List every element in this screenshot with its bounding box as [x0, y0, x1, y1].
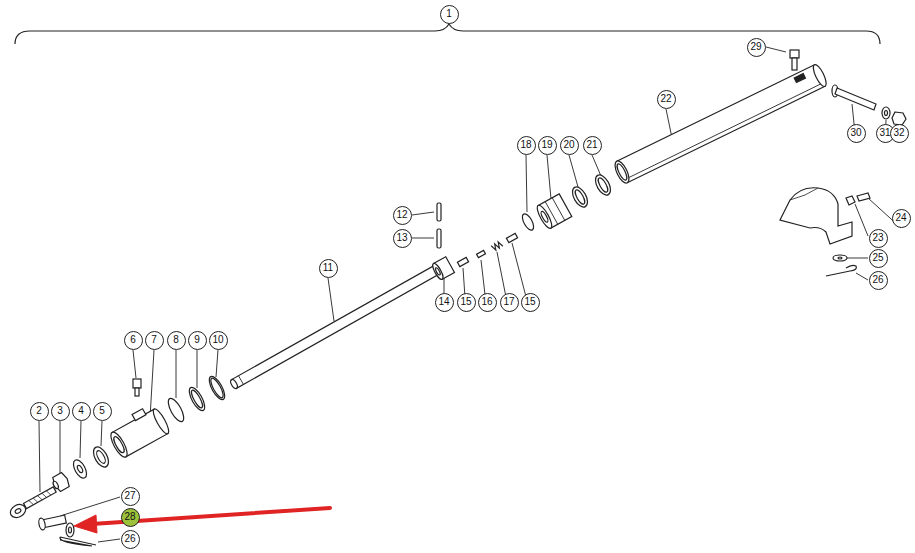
callout-number: 24	[892, 209, 911, 228]
callout-number: 11	[319, 259, 338, 278]
callout-label: 5	[99, 406, 105, 416]
callout-label: 2	[36, 406, 42, 416]
callout-number: 9	[188, 331, 207, 350]
callout-label: 3	[57, 406, 63, 416]
callout-number: 23	[869, 229, 888, 248]
callout-label: 4	[78, 406, 84, 416]
callout-number: 32	[890, 124, 909, 143]
callout-label: 30	[850, 128, 861, 138]
callout-label: 31	[879, 128, 890, 138]
callout-label: 14	[438, 297, 449, 307]
callout-label: 10	[212, 335, 223, 345]
callout-number: 14	[435, 293, 454, 312]
callout-label: 11	[323, 263, 333, 273]
callout-number: 8	[167, 331, 186, 350]
callout-number: 13	[393, 229, 412, 248]
callout-number: 12	[393, 206, 412, 225]
callout-label: 20	[563, 140, 574, 150]
callout-number: 22	[657, 90, 676, 109]
callout-label: 27	[124, 491, 135, 501]
callout-label: 32	[893, 128, 904, 138]
callout-number: 3	[51, 402, 70, 421]
callout-label: 23	[872, 233, 883, 243]
callout-label: 7	[151, 335, 157, 345]
callout-label: 28	[124, 512, 135, 522]
callout-label: 26	[124, 534, 135, 544]
callout-label: 13	[396, 233, 407, 243]
callout-label: 8	[173, 335, 179, 345]
callout-number: 7	[145, 331, 164, 350]
callout-number: 26	[121, 530, 140, 549]
callout-number: 5	[93, 402, 112, 421]
callout-label: 26	[872, 275, 883, 285]
callout-label: 15	[460, 297, 471, 307]
callout-number: 20	[560, 136, 579, 155]
callout-number: 2	[30, 402, 49, 421]
callout-number: 30	[847, 124, 866, 143]
callout-label: 19	[541, 140, 552, 150]
callout-number: 1	[440, 5, 459, 24]
callout-label: 24	[895, 213, 906, 223]
callout-label: 15	[524, 297, 535, 307]
callout-label: 21	[586, 140, 597, 150]
callout-number: 28	[121, 508, 140, 527]
callout-number: 27	[121, 487, 140, 506]
callout-number: 10	[209, 331, 228, 350]
callout-number: 26	[869, 271, 888, 290]
callout-label: 1	[446, 9, 452, 19]
callout-label: 22	[660, 94, 671, 104]
callout-number: 18	[517, 136, 536, 155]
callout-label: 25	[872, 253, 883, 263]
callout-number: 15	[457, 293, 476, 312]
callout-number: 6	[124, 331, 143, 350]
callout-label: 17	[503, 297, 514, 307]
callout-label: 6	[130, 335, 136, 345]
callout-label: 9	[194, 335, 200, 345]
callout-number: 15	[521, 293, 540, 312]
callout-number: 21	[583, 136, 602, 155]
callout-label: 12	[396, 210, 407, 220]
callout-number: 29	[747, 38, 766, 57]
callout-number: 19	[538, 136, 557, 155]
callout-number: 17	[500, 293, 519, 312]
callout-number: 16	[478, 293, 497, 312]
callout-label: 29	[750, 42, 761, 52]
callout-number: 25	[869, 249, 888, 268]
callout-label: 18	[520, 140, 531, 150]
callout-number: 4	[72, 402, 91, 421]
callout-label: 16	[481, 297, 492, 307]
